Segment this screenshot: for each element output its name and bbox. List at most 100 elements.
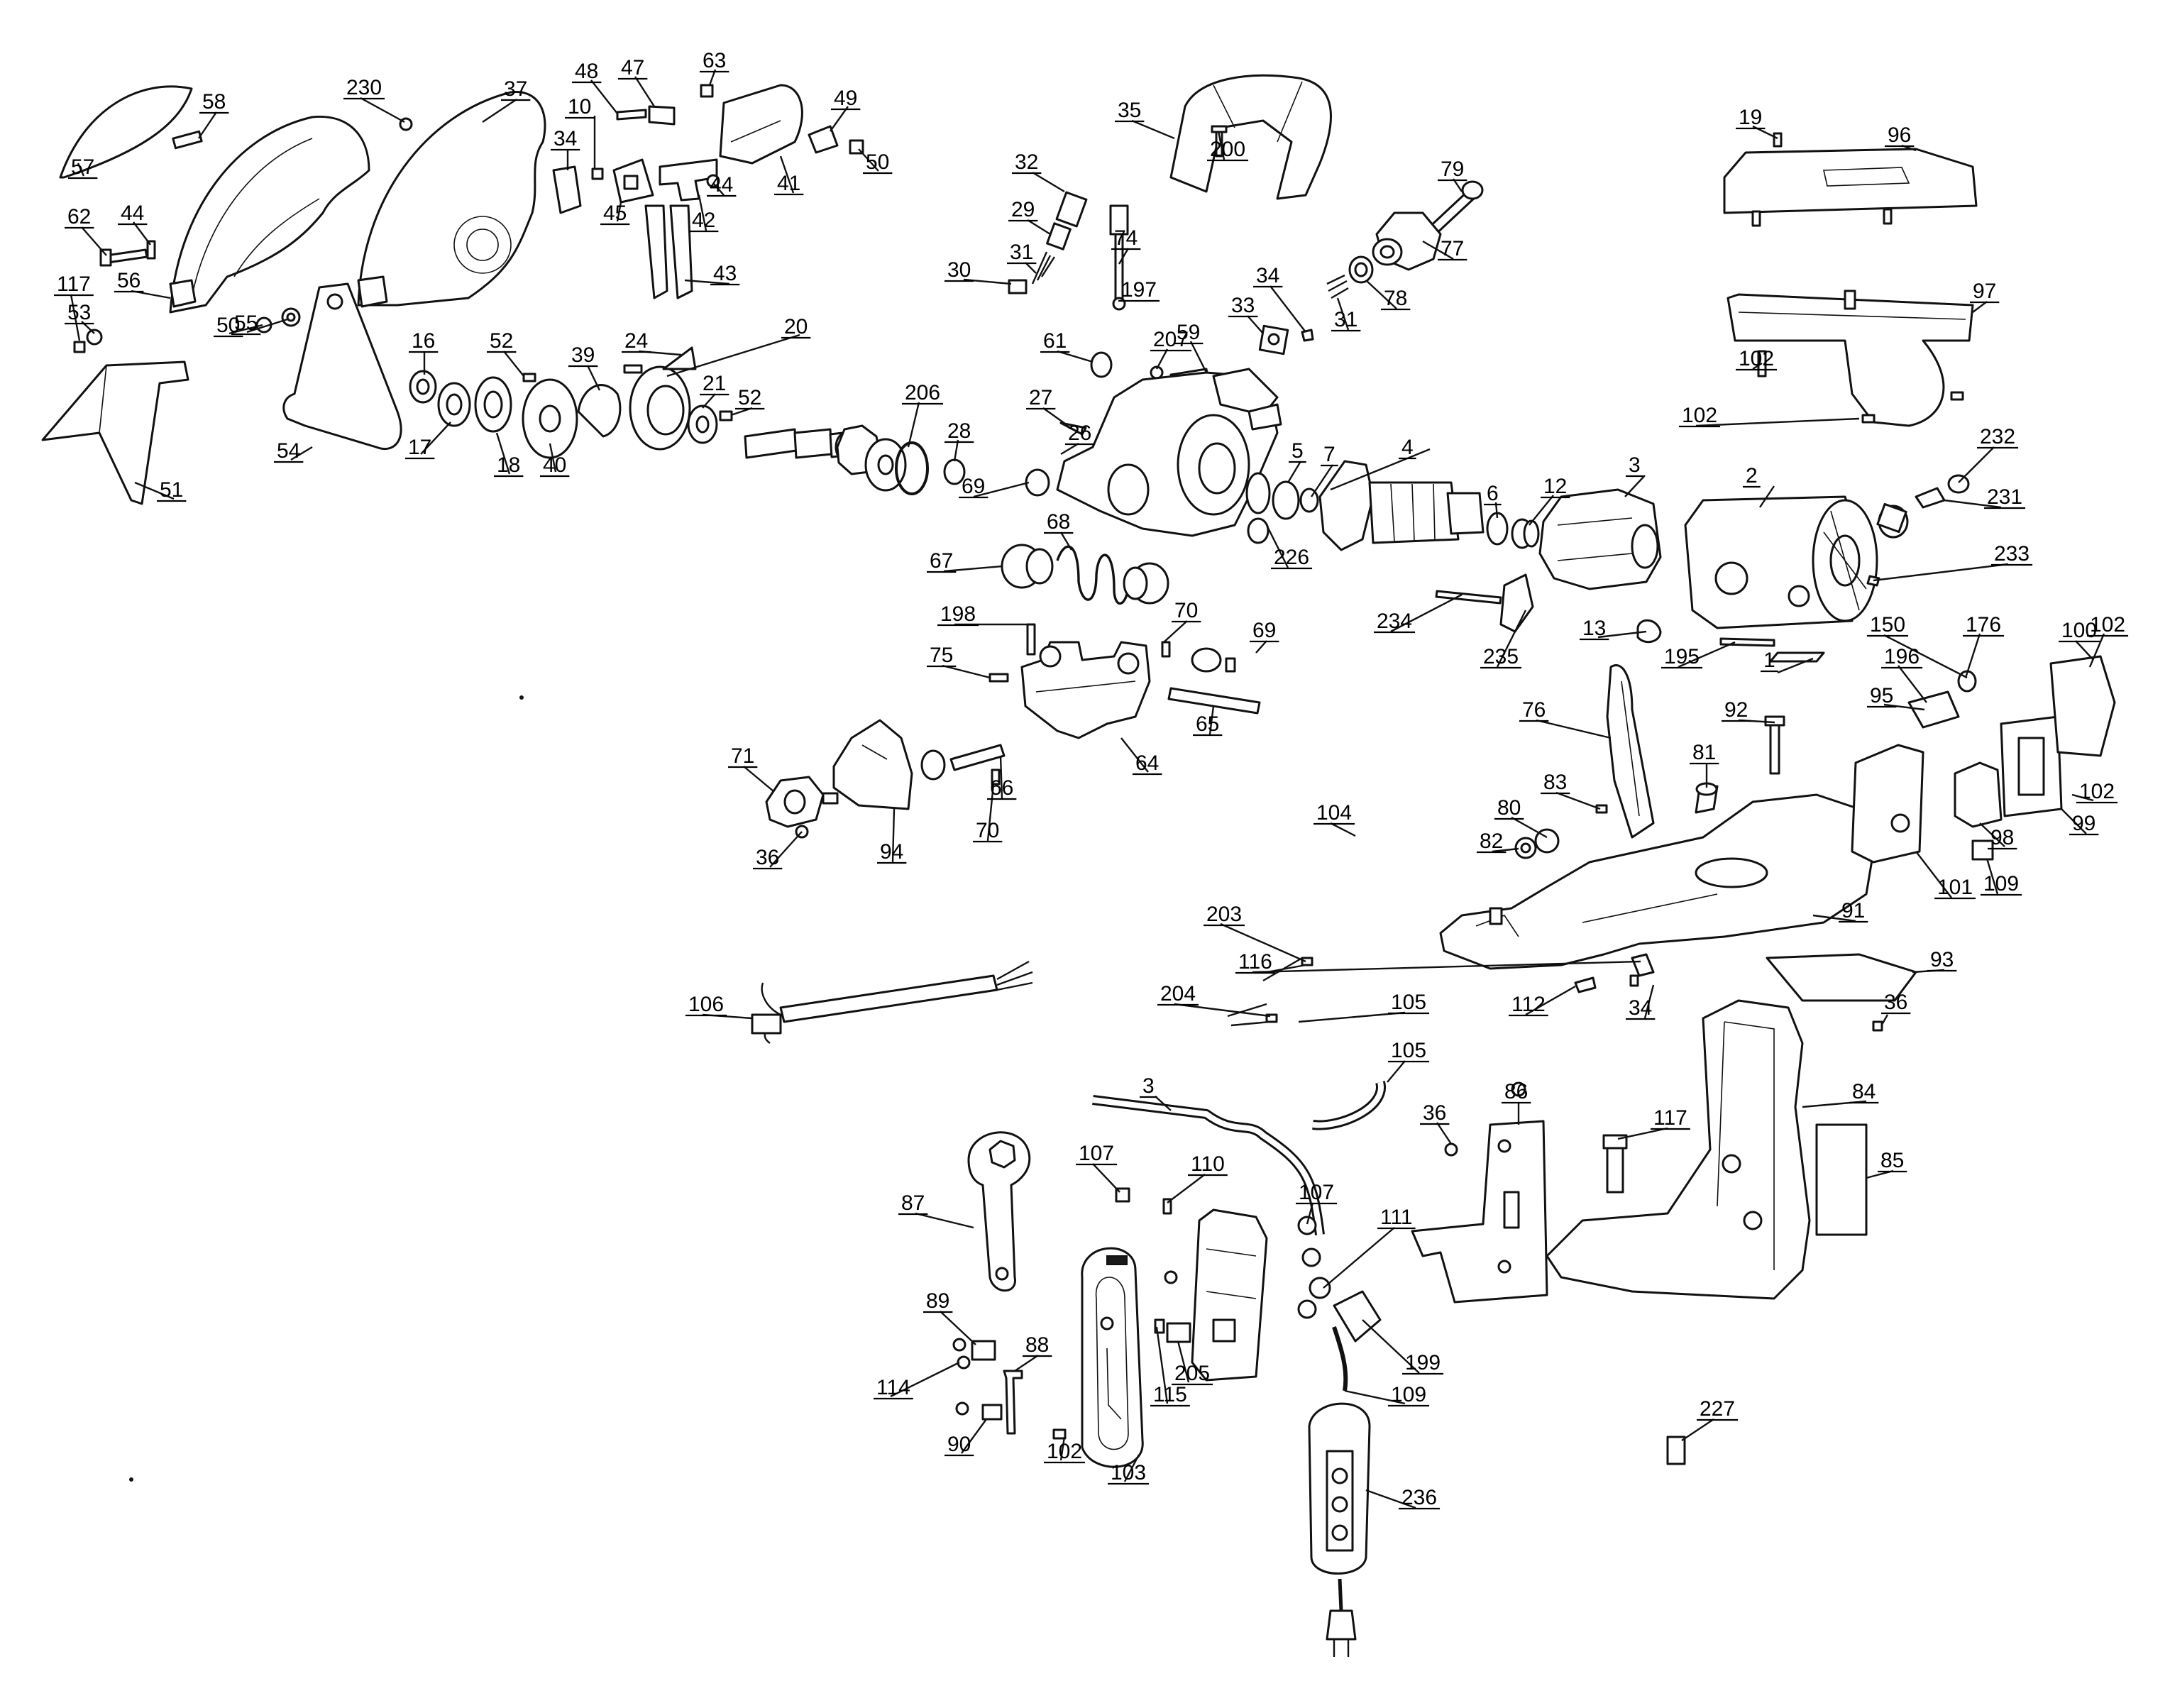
callout-number: 29 <box>1011 198 1035 221</box>
part-100-cover <box>2049 655 2116 757</box>
leader-line <box>1873 563 2009 582</box>
part-54-guard-link <box>282 282 402 450</box>
part-101-cover <box>1851 744 1924 864</box>
callout-number: 198 <box>940 602 976 626</box>
part-3-field <box>1538 488 1662 590</box>
callout: 19 <box>1736 106 1766 130</box>
callout-number: 53 <box>67 301 91 324</box>
callout-number: 115 <box>1153 1383 1187 1406</box>
leader-line <box>1220 922 1306 963</box>
part-55-washer <box>281 307 301 327</box>
callout-number: 37 <box>504 77 527 101</box>
callout: 55 <box>231 312 261 336</box>
callout-number: 150 <box>1870 613 1905 637</box>
leader-line <box>1883 703 1925 711</box>
part-252-pendant-switch <box>1308 1402 1371 1657</box>
callout: 10 <box>565 95 595 119</box>
callout-number: 87 <box>901 1191 925 1215</box>
callout-number: 79 <box>1441 158 1464 181</box>
callout: 115 <box>1150 1383 1190 1407</box>
callout: 95 <box>1867 684 1897 708</box>
leader-line <box>1883 634 1968 679</box>
part-39-clip <box>577 384 622 438</box>
callout: 111 <box>1377 1206 1416 1230</box>
callout-number: 39 <box>571 343 595 367</box>
part-94-plate <box>832 719 913 810</box>
callout: 77 <box>1438 237 1467 261</box>
stray-dot <box>519 695 524 700</box>
leader-line <box>1979 822 2005 847</box>
callout-number: 47 <box>621 56 644 79</box>
leader-line <box>1247 315 1264 334</box>
callout: 41 <box>774 172 804 196</box>
callout-number: 203 <box>1206 903 1242 926</box>
callout: 105 <box>1388 1039 1430 1063</box>
callout: 37 <box>501 77 531 101</box>
leader-line <box>1330 822 1356 837</box>
callout-number: 36 <box>756 846 779 869</box>
part-239-baffle <box>1499 573 1534 633</box>
leader-line <box>1177 1340 1190 1383</box>
callout-number: 104 <box>1316 801 1352 825</box>
callout: 86 <box>1502 1080 1531 1104</box>
callout: 40 <box>540 453 570 478</box>
leader-line <box>1986 858 1999 895</box>
callout: 27 <box>1026 386 1056 410</box>
callout: 69 <box>1250 619 1279 643</box>
leader-line <box>940 1311 976 1345</box>
leader-line <box>2088 633 2105 668</box>
callout: 67 <box>927 549 957 573</box>
part-102d-screw <box>1052 1428 1067 1440</box>
callout-number: 102 <box>1047 1440 1082 1463</box>
leader-line <box>1597 630 1647 639</box>
callout-number: 31 <box>1010 241 1033 264</box>
callout-number: 114 <box>876 1376 910 1399</box>
callout: 26 <box>1065 422 1095 446</box>
leader-line <box>858 148 879 172</box>
callout-number: 197 <box>1121 278 1157 302</box>
leader-line <box>666 334 800 378</box>
callout: 39 <box>568 343 598 368</box>
part-68-spring <box>1056 545 1169 605</box>
leader-line <box>779 155 795 194</box>
part-19-screw <box>1773 132 1783 148</box>
callout: 198 <box>937 602 979 627</box>
leader-line <box>1964 633 1981 678</box>
callout: 29 <box>1008 198 1038 222</box>
callout: 112 <box>1509 993 1548 1017</box>
callout-number: 112 <box>1511 993 1546 1016</box>
callout-number: 52 <box>490 329 513 353</box>
callout: 52 <box>487 329 517 353</box>
part-150-bolt <box>1602 1134 1628 1194</box>
callout: 54 <box>274 439 304 463</box>
callout: 89 <box>923 1289 953 1313</box>
leader-line <box>1752 362 1763 370</box>
leader-line <box>586 365 601 391</box>
callout-number: 70 <box>976 819 999 842</box>
callout-number: 89 <box>926 1289 949 1313</box>
callout-number: 50 <box>216 314 240 337</box>
callout: 81 <box>1690 741 1719 765</box>
leader-line <box>1678 641 1736 668</box>
leader-line <box>1057 350 1094 363</box>
leader-line <box>1365 1489 1416 1509</box>
part-61-bushing <box>1090 351 1113 378</box>
leader-line <box>1306 1202 1314 1225</box>
part-69-bushing <box>1025 468 1050 497</box>
callout: 36 <box>1881 991 1911 1015</box>
part-35-handle <box>1169 74 1332 200</box>
callout: 227 <box>1697 1397 1739 1421</box>
part-69b-bushing <box>1191 647 1236 673</box>
callout-number: 51 <box>160 478 183 502</box>
leader-line <box>133 221 151 246</box>
leader-line <box>1336 297 1350 331</box>
callout: 50 <box>863 150 893 175</box>
part-1-label <box>1769 651 1825 663</box>
callout: 107 <box>1076 1142 1118 1166</box>
leader-line <box>1812 914 1856 922</box>
leader-line <box>1362 1319 1420 1374</box>
leader-line <box>830 106 849 132</box>
leader-line <box>942 664 991 679</box>
part-102c-screw <box>1950 391 1964 401</box>
